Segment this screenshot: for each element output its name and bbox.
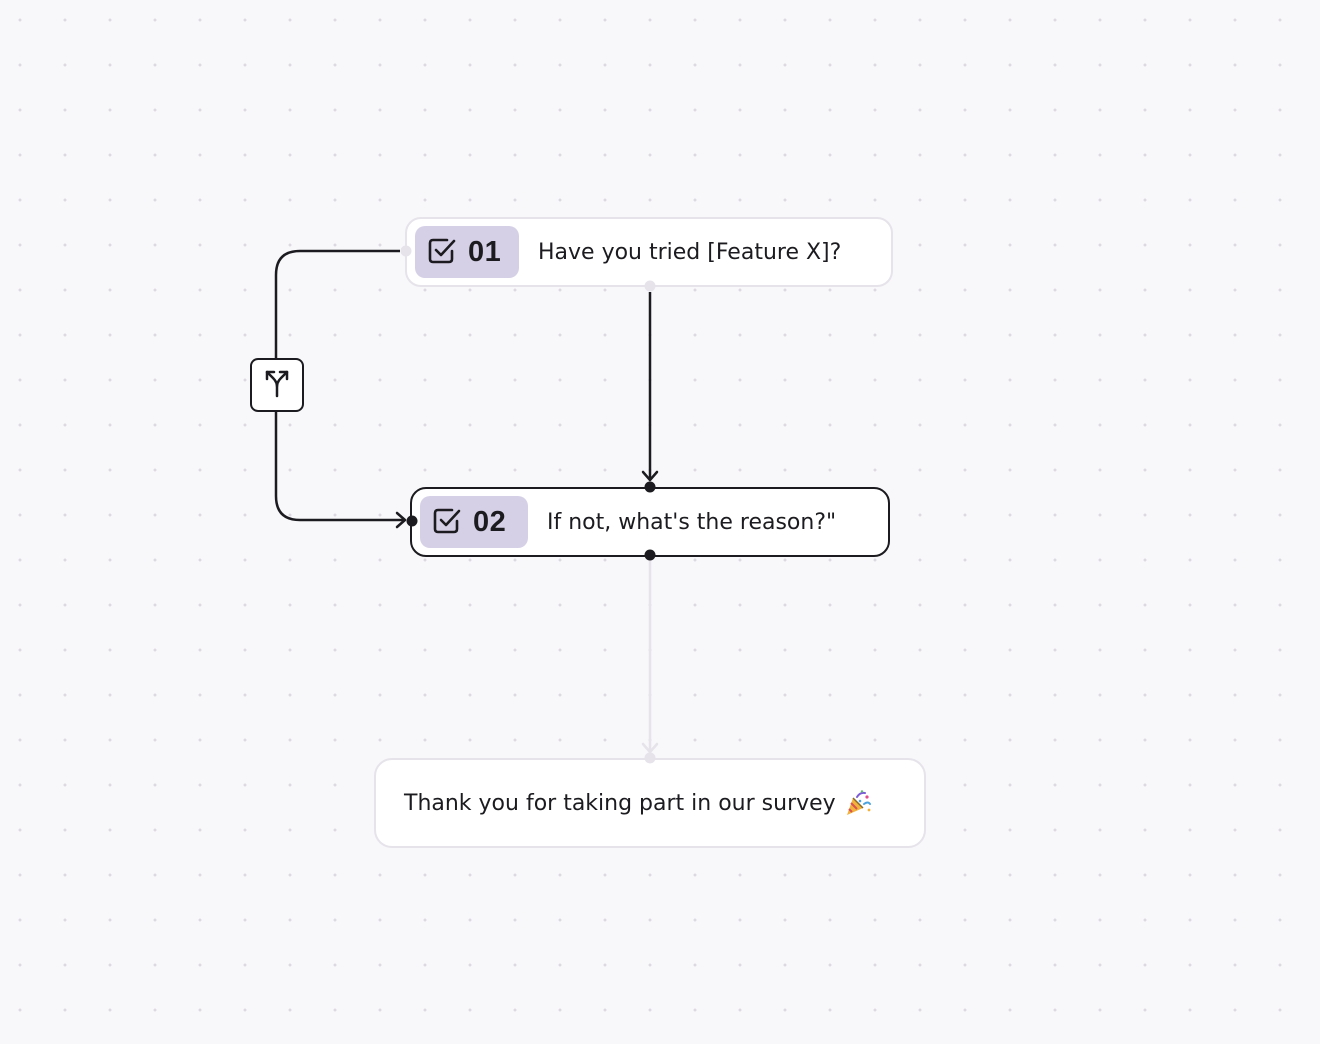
question-text: If not, what's the reason?" [547,509,837,535]
handle-q2-bottom[interactable] [644,549,656,561]
handle-q2-top[interactable] [644,481,656,493]
handle-q1-bottom[interactable] [644,280,656,292]
handle-q2-left[interactable] [406,515,418,527]
question-badge-01: 01 [415,226,519,278]
question-node-01[interactable]: 01 Have you tried [Feature X]? [405,217,893,287]
checkbox-icon [425,233,459,272]
checkbox-icon [430,503,464,542]
split-arrows-icon [260,366,294,405]
handle-end-top[interactable] [644,752,656,764]
question-text: Have you tried [Feature X]? [538,239,842,265]
ending-node[interactable]: Thank you for taking part in our survey [374,758,926,848]
question-number: 02 [473,505,507,538]
branch-logic-button[interactable] [250,358,304,412]
handle-q1-left[interactable] [400,245,412,257]
party-popper-icon [844,789,872,817]
question-number: 01 [468,235,502,268]
question-node-02[interactable]: 02 If not, what's the reason?" [410,487,890,557]
question-badge-02: 02 [420,496,528,548]
ending-text: Thank you for taking part in our survey [404,790,836,816]
